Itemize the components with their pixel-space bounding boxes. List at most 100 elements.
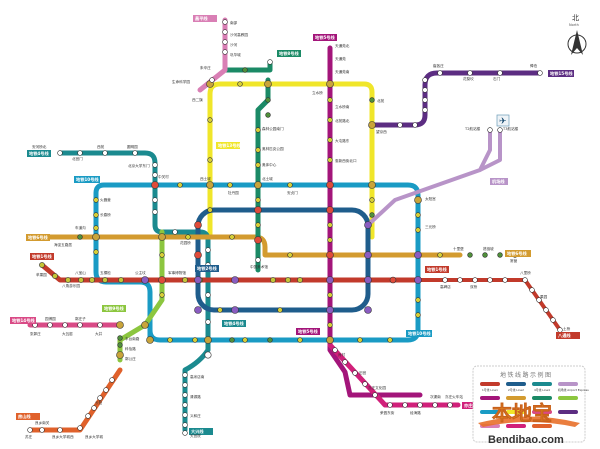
line15-path xyxy=(369,70,543,128)
svg-text:旧宫: 旧宫 xyxy=(359,370,367,375)
tag-line6[interactable]: 地铁6号线 xyxy=(26,234,50,241)
svg-text:地铁4号线: 地铁4号线 xyxy=(29,150,49,157)
legend-item-4 xyxy=(480,396,500,400)
svg-text:常营: 常营 xyxy=(510,258,518,263)
tag-changping[interactable]: 昌平线 xyxy=(193,15,217,22)
airport-path xyxy=(366,128,502,227)
svg-text:望京西: 望京西 xyxy=(376,129,387,134)
svg-text:地铁15号线: 地铁15号线 xyxy=(550,70,573,77)
stations-layer xyxy=(27,19,563,436)
svg-text:石门: 石门 xyxy=(493,76,501,81)
svg-text:地铁5号线: 地铁5号线 xyxy=(298,328,318,335)
station-labels: 南邵 沙河高教园 沙河 巩华城 朱辛庄 生命科学园 西二旗 天通苑北 天通苑 天… xyxy=(25,20,571,439)
svg-text:苏庄: 苏庄 xyxy=(25,434,33,439)
legend-item-14 xyxy=(532,424,552,428)
tag-line1[interactable]: 地铁1号线 xyxy=(30,253,54,260)
svg-text:沙河: 沙河 xyxy=(230,42,238,47)
svg-text:海淀五路居: 海淀五路居 xyxy=(54,242,72,247)
svg-text:北: 北 xyxy=(572,14,579,22)
tag-line1-east[interactable]: 地铁1号线 xyxy=(425,266,449,273)
svg-text:长春桥: 长春桥 xyxy=(100,212,111,217)
svg-text:地铁1号线: 地铁1号线 xyxy=(427,266,447,273)
svg-text:房山线: 房山线 xyxy=(18,413,31,420)
svg-text:北宫门: 北宫门 xyxy=(72,156,83,161)
tag-line10[interactable]: 地铁10号线 xyxy=(74,176,100,183)
svg-text:惠新西街北口: 惠新西街北口 xyxy=(335,158,357,163)
svg-text:地铁9号线: 地铁9号线 xyxy=(104,305,124,312)
svg-text:大屯路东: 大屯路东 xyxy=(335,138,350,143)
svg-text:太阳宫: 太阳宫 xyxy=(425,196,436,201)
legend-item-1: 2号线 Line2 xyxy=(506,382,526,392)
svg-text:✈: ✈ xyxy=(499,117,507,127)
watermark: 本地宝 Bendibao.com xyxy=(478,401,580,446)
svg-text:安贞门: 安贞门 xyxy=(287,190,298,195)
svg-text:三元桥: 三元桥 xyxy=(425,224,436,229)
svg-text:果园: 果园 xyxy=(540,294,548,299)
legend-item-0: 1号线 Line1 xyxy=(480,382,500,392)
tag-batong[interactable]: 八通线 xyxy=(556,332,580,339)
svg-text:公主坟: 公主坟 xyxy=(135,270,146,275)
tag-line14[interactable]: 地铁14号线 xyxy=(10,317,36,324)
svg-text:4号线 Line4: 4号线 Line4 xyxy=(534,388,550,392)
svg-text:生命科学园: 生命科学园 xyxy=(172,79,190,84)
legend-item-5 xyxy=(506,396,526,400)
line1-path xyxy=(39,262,418,283)
svg-text:花园桥: 花园桥 xyxy=(180,240,191,245)
line10-path xyxy=(93,182,421,343)
tag-line5[interactable]: 地铁5号线 xyxy=(313,34,337,41)
svg-text:天宫院: 天宫院 xyxy=(190,433,201,438)
svg-text:中关村: 中关村 xyxy=(158,174,169,179)
tag-line15[interactable]: 地铁15号线 xyxy=(548,70,574,77)
svg-text:T2航站楼: T2航站楼 xyxy=(464,126,481,131)
tag-line4[interactable]: 地铁4号线 xyxy=(27,150,51,157)
svg-text:清源路: 清源路 xyxy=(190,394,201,399)
tag-airport[interactable]: 机场线 xyxy=(490,178,508,185)
svg-text:T3航站楼: T3航站楼 xyxy=(502,126,519,131)
svg-text:军事博物馆: 军事博物馆 xyxy=(168,270,186,275)
tag-line2[interactable]: 地铁2号线 xyxy=(195,265,219,272)
svg-text:西土城: 西土城 xyxy=(200,176,211,181)
svg-text:褡裢坡: 褡裢坡 xyxy=(483,246,494,251)
legend-title: 地铁线路示例图 xyxy=(500,371,553,379)
svg-text:机场线 Airport Express: 机场线 Airport Express xyxy=(558,388,589,392)
svg-text:八宝山: 八宝山 xyxy=(75,270,86,275)
tag-line8[interactable]: 地铁8号线 xyxy=(277,50,301,57)
svg-text:机场线: 机场线 xyxy=(492,178,505,185)
batong-path xyxy=(413,278,562,332)
north-compass: 北 North xyxy=(567,14,587,55)
svg-text:十里堡: 十里堡 xyxy=(453,246,464,251)
svg-text:北土城: 北土城 xyxy=(262,176,273,181)
svg-text:八里桥: 八里桥 xyxy=(520,270,531,275)
legend-item-6 xyxy=(532,396,552,400)
tag-line9[interactable]: 地铁9号线 xyxy=(102,305,126,312)
tag-line13[interactable]: 地铁13号线 xyxy=(216,142,241,149)
tag-line4-south[interactable]: 地铁4号线 xyxy=(222,320,246,327)
tag-line6-east[interactable]: 地铁6号线 xyxy=(505,250,531,257)
svg-text:火器营: 火器营 xyxy=(100,197,111,202)
svg-text:苹果园: 苹果园 xyxy=(36,272,47,277)
line4-path xyxy=(57,150,211,433)
line5-path xyxy=(327,45,423,398)
svg-text:North: North xyxy=(569,23,579,27)
svg-text:地铁8号线: 地铁8号线 xyxy=(279,50,299,57)
tag-line5-south[interactable]: 地铁5号线 xyxy=(296,328,320,335)
svg-text:牡丹园: 牡丹园 xyxy=(228,190,239,195)
svg-text:朱辛庄: 朱辛庄 xyxy=(200,65,211,70)
svg-text:良乡大学城: 良乡大学城 xyxy=(85,434,103,439)
legend-item-11 xyxy=(558,410,578,414)
tag-fangshan[interactable]: 房山线 xyxy=(16,413,40,420)
svg-text:崔各庄: 崔各庄 xyxy=(433,63,444,68)
svg-text:地铁1号线: 地铁1号线 xyxy=(32,253,52,260)
tag-line10-south[interactable]: 地铁10号线 xyxy=(406,330,432,337)
svg-text:安河桥北: 安河桥北 xyxy=(32,144,47,149)
svg-text:地铁10号线: 地铁10号线 xyxy=(408,330,431,337)
svg-text:天通苑北: 天通苑北 xyxy=(335,43,350,48)
tag-daxing[interactable]: 大兴线 xyxy=(189,428,213,435)
svg-text:地铁10号线: 地铁10号线 xyxy=(76,176,99,183)
svg-text:森林公园南门: 森林公园南门 xyxy=(262,126,284,131)
svg-text:地铁6号线: 地铁6号线 xyxy=(507,250,527,257)
svg-text:地铁6号线: 地铁6号线 xyxy=(28,234,48,241)
svg-text:巩华城: 巩华城 xyxy=(230,52,241,57)
svg-text:经海路: 经海路 xyxy=(410,410,421,415)
